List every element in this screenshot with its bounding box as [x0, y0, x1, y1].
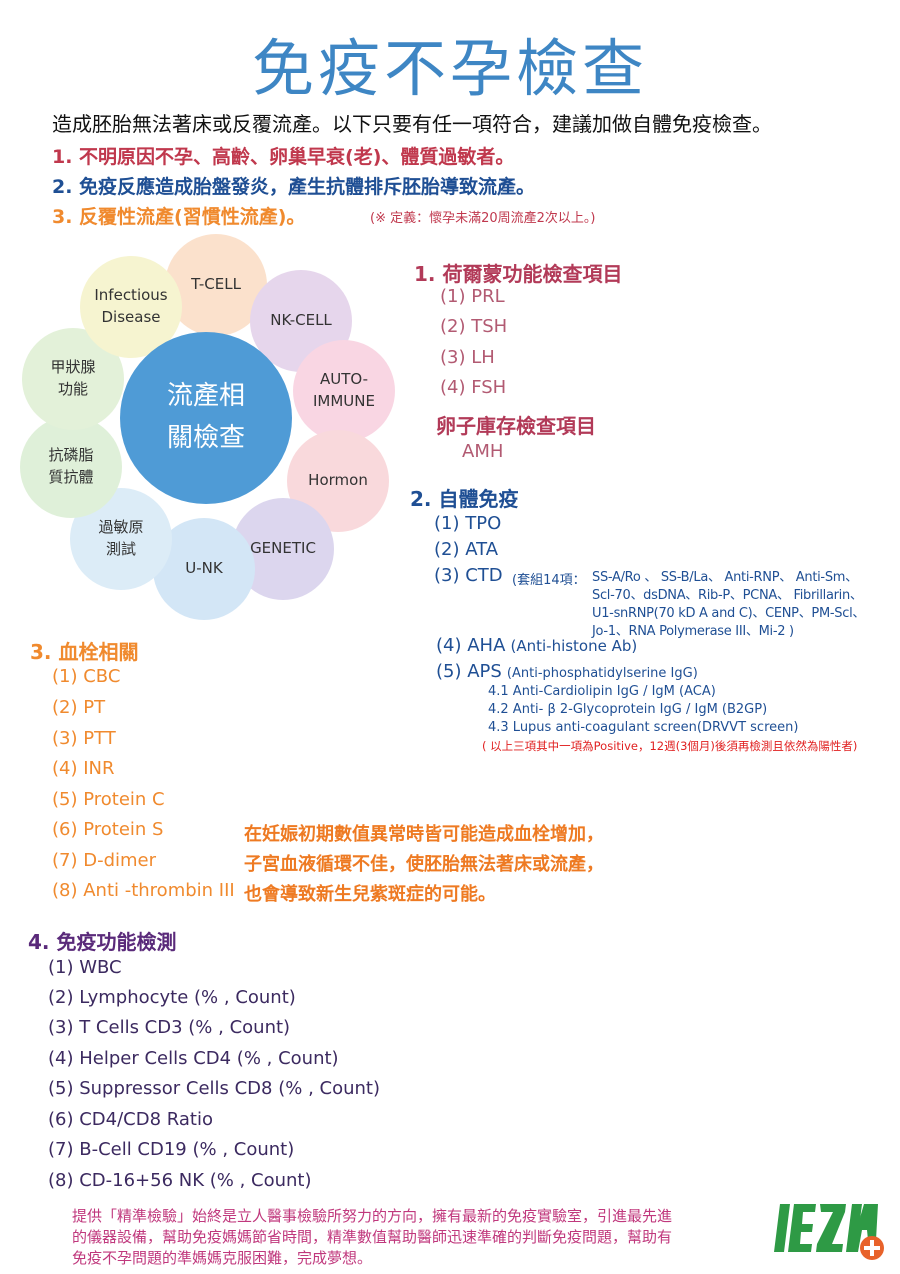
section3-item: (6) Protein S: [52, 819, 164, 840]
section3-item: (7) D-dimer: [52, 850, 157, 871]
aps-note: ( 以上三項其中一項為Positive，12週(3個月)後須再檢測且依然為陽性者…: [482, 739, 858, 753]
criterion-2: 2. 免疫反應造成胎盤發炎，產生抗體排斥胚胎導致流產。: [52, 176, 536, 198]
aps-sub: 4.1 Anti-Cardiolipin IgG / IgM (ACA): [488, 684, 716, 699]
section3-item: (5) Protein C: [52, 789, 165, 810]
aps-sub: 4.3 Lupus anti-coagulant screen(DRVVT sc…: [488, 720, 799, 735]
thrombosis-note: 在妊娠初期數值異常時皆可能造成血栓增加， 子宮血液循環不佳，使胚胎無法著床或流產…: [244, 820, 604, 910]
criterion-1: 1. 不明原因不孕、高齡、卵巢早衰(老)、體質過敏者。: [52, 146, 515, 168]
section4-item: (3) T Cells CD3 (% , Count): [48, 1017, 291, 1038]
ctd-prefix: (套組14項：: [512, 573, 586, 588]
petal-infectious-line2: Disease: [101, 308, 161, 326]
petal-allergen-line2: 測試: [105, 540, 136, 558]
section3-item: (2) PT: [52, 697, 106, 718]
petal-autoimmune: AUTO- IMMUNE: [293, 340, 395, 442]
aha-label: (4) AHA: [436, 635, 506, 656]
ctd-label: (3) CTD: [434, 565, 503, 586]
section4-item: (6) CD4/CD8 Ratio: [48, 1109, 213, 1130]
brand-logo-icon: [774, 1204, 884, 1260]
petal-tcell: T-CELL: [165, 234, 267, 336]
section1-item: (1) PRL: [440, 286, 505, 307]
petal-thyroid: 甲狀腺功能: [22, 328, 124, 430]
page-title: 免疫不孕檢查: [251, 32, 648, 105]
section1-item: (2) TSH: [440, 316, 508, 337]
section1-subheading: 卵子庫存檢查項目: [436, 414, 596, 438]
petal-thyroid-line2: 功能: [57, 380, 88, 398]
section4-heading: 4. 免疫功能檢測: [28, 930, 177, 954]
petal-antiphospholipid-line1: 抗磷脂: [48, 446, 94, 465]
section1-item: (3) LH: [440, 347, 495, 368]
section1-item: (4) FSH: [440, 377, 507, 398]
section3-item: (1) CBC: [52, 666, 121, 687]
section4-item: (8) CD-16+56 NK (% , Count): [48, 1170, 312, 1191]
ctd-line: SS-A/Ro 、 SS-B/La、 Anti-RNP、 Anti-Sm、: [592, 570, 858, 585]
section4-item: (4) Helper Cells CD4 (% , Count): [48, 1048, 339, 1069]
center-line2: 關檢查: [166, 423, 245, 453]
section4-item: (2) Lymphocyte (% , Count): [48, 987, 296, 1008]
aha-row: (4) AHA (Anti-histone Ab): [436, 635, 637, 656]
footer-line: 提供「精準檢驗」始終是立人醫事檢驗所努力的方向，擁有最新的免疫實驗室，引進最先進: [72, 1207, 673, 1225]
aps-label: (5) APS: [436, 661, 502, 682]
petal-autoimmune-line2: IMMUNE: [313, 392, 375, 410]
petal-autoimmune-line1: AUTO-: [319, 370, 369, 389]
brand-logo: [772, 1200, 888, 1264]
ctd-line: U1-snRNP(70 kD A and C)、CENP、PM-Scl、: [592, 606, 866, 621]
section1-heading: 1. 荷爾蒙功能檢查項目: [414, 262, 623, 286]
aps-desc: (Anti-phosphatidylserine IgG): [506, 666, 698, 681]
aps-sublist: 4.1 Anti-Cardiolipin IgG / IgM (ACA) 4.2…: [488, 683, 798, 737]
petal-nkcell: NK-CELL: [250, 270, 352, 372]
section3-item: (4) INR: [52, 758, 115, 779]
ctd-line: Scl-70、dsDNA、Rib-P、PCNA、 Fibrillarin、: [592, 588, 863, 603]
section3-heading: 3. 血栓相關: [30, 640, 139, 664]
section2-item: (2) ATA: [434, 539, 499, 560]
petal-nkcell-label: NK-CELL: [270, 311, 332, 330]
petal-thyroid-line1: 甲狀腺: [50, 358, 96, 377]
section3-item: (3) PTT: [52, 728, 116, 749]
petal-infectious-line1: Infectious: [94, 286, 168, 305]
center-circle: 流產相關檢查: [120, 332, 292, 504]
footer-line: 免疫不孕問題的準媽媽克服困難，完成夢想。: [72, 1249, 373, 1267]
intro-text: 造成胚胎無法著床或反覆流產。以下只要有任一項符合，建議加做自體免疫檢查。: [52, 112, 772, 136]
criterion-3: 3. 反覆性流產(習慣性流產)。: [52, 206, 306, 228]
section3-item: (8) Anti -thrombin III: [52, 880, 235, 901]
thrombosis-note-line: 在妊娠初期數值異常時皆可能造成血栓增加，: [244, 824, 604, 845]
section2-heading: 2. 自體免疫: [410, 487, 519, 511]
petal-hormon-label: Hormon: [308, 471, 368, 490]
section4-item: (7) B-Cell CD19 (% , Count): [48, 1139, 295, 1160]
section4-item: (5) Suppressor Cells CD8 (% , Count): [48, 1078, 380, 1099]
ctd-line: Jo-1、RNA Polymerase III、Mi-2 ): [592, 624, 794, 639]
section1-subitem: AMH: [462, 441, 504, 462]
section4-item: (1) WBC: [48, 957, 122, 978]
aha-desc: (Anti-histone Ab): [510, 637, 638, 655]
petal-unk-label: U-NK: [185, 559, 223, 578]
section2-item: (1) TPO: [434, 513, 502, 534]
footer-line: 的儀器設備，幫助免疫媽媽節省時間，精準數值幫助醫師迅速準確的判斷免疫問題，幫助有: [72, 1228, 673, 1246]
thrombosis-note-line: 也會導致新生兒紫斑症的可能。: [244, 884, 496, 905]
petal-antiphospholipid: 抗磷脂質抗體: [20, 416, 122, 518]
center-line1: 流產相: [166, 381, 245, 412]
aps-sub: 4.2 Anti- β 2-Glycoprotein IgG / IgM (B2…: [488, 702, 768, 717]
aps-row: (5) APS (Anti-phosphatidylserine IgG): [436, 661, 698, 682]
petal-genetic-label: GENETIC: [250, 539, 316, 558]
petal-tcell-label: T-CELL: [191, 275, 241, 294]
diagram: T-CELL NK-CELL AUTO- IMMUNE Hormon GENETI…: [0, 230, 400, 630]
thrombosis-note-line: 子宮血液循環不佳，使胚胎無法著床或流產，: [244, 854, 604, 875]
criterion-note: (※ 定義：懷孕未滿20周流產2次以上。): [370, 211, 596, 226]
petal-allergen-line1: 過敏原: [98, 518, 144, 537]
ctd-list: SS-A/Ro 、 SS-B/La、 Anti-RNP、 Anti-Sm、 Sc…: [592, 569, 865, 641]
footer-text: 提供「精準檢驗」始終是立人醫事檢驗所努力的方向，擁有最新的免疫實驗室，引進最先進…: [72, 1206, 762, 1269]
petal-antiphospholipid-line2: 質抗體: [48, 468, 94, 486]
